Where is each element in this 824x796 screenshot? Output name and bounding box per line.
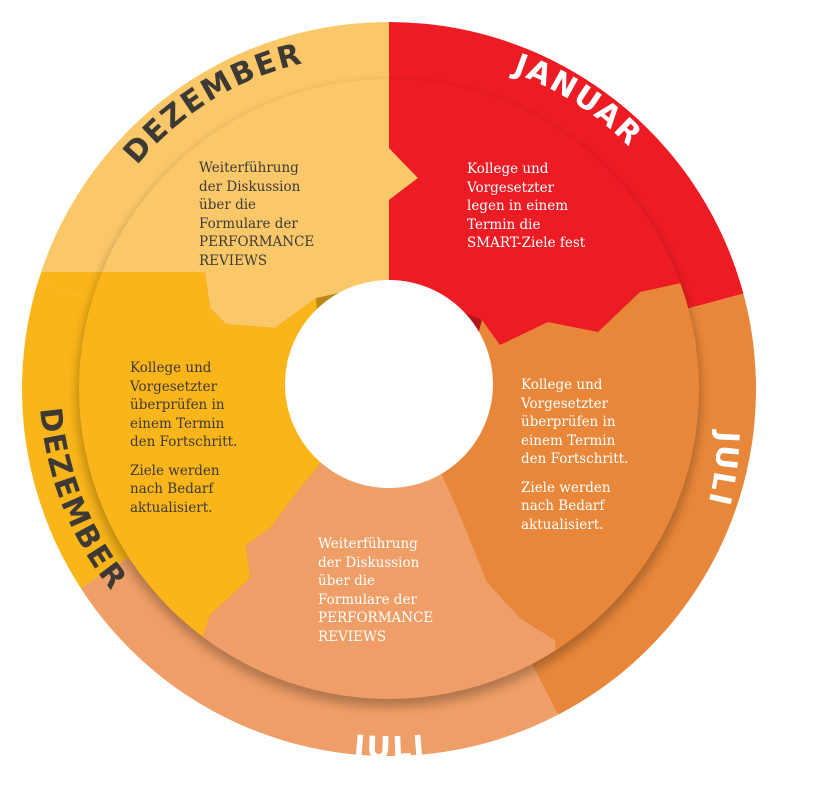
segment-text-bottom: Weiterführung der Diskussion über die Fo… xyxy=(318,535,433,656)
segment-bottom xyxy=(150,452,570,699)
segment-text-left-para2: Ziele werden nach Bedarf aktualisiert. xyxy=(130,462,220,516)
segment-text-top-right-body: Kollege und Vorgesetzter legen in einem … xyxy=(467,161,586,251)
segment-text-left-para1: Kollege und Vorgesetzter überprüfen in e… xyxy=(130,360,238,450)
segment-text-right-para2: Ziele werden nach Bedarf aktualisiert. xyxy=(521,479,611,533)
segment-text-right: Kollege und Vorgesetzter überprüfen in e… xyxy=(521,376,628,544)
segment-text-right-para1: Kollege und Vorgesetzter überprüfen in e… xyxy=(521,377,629,467)
segment-text-top-right: Kollege und Vorgesetzter legen in einem … xyxy=(467,160,585,263)
segment-text-left: Kollege und Vorgesetzter überprüfen in e… xyxy=(130,359,237,527)
segment-text-top-left-body: Weiterführung der Diskussion über die Fo… xyxy=(199,160,315,269)
segment-text-bottom-body: Weiterführung der Diskussion über die Fo… xyxy=(318,536,434,645)
segment-right xyxy=(440,252,699,699)
ring-label-bottom: JULI xyxy=(350,729,427,766)
center-hole xyxy=(285,280,493,488)
segment-text-top-left: Weiterführung der Diskussion über die Fo… xyxy=(199,159,314,280)
